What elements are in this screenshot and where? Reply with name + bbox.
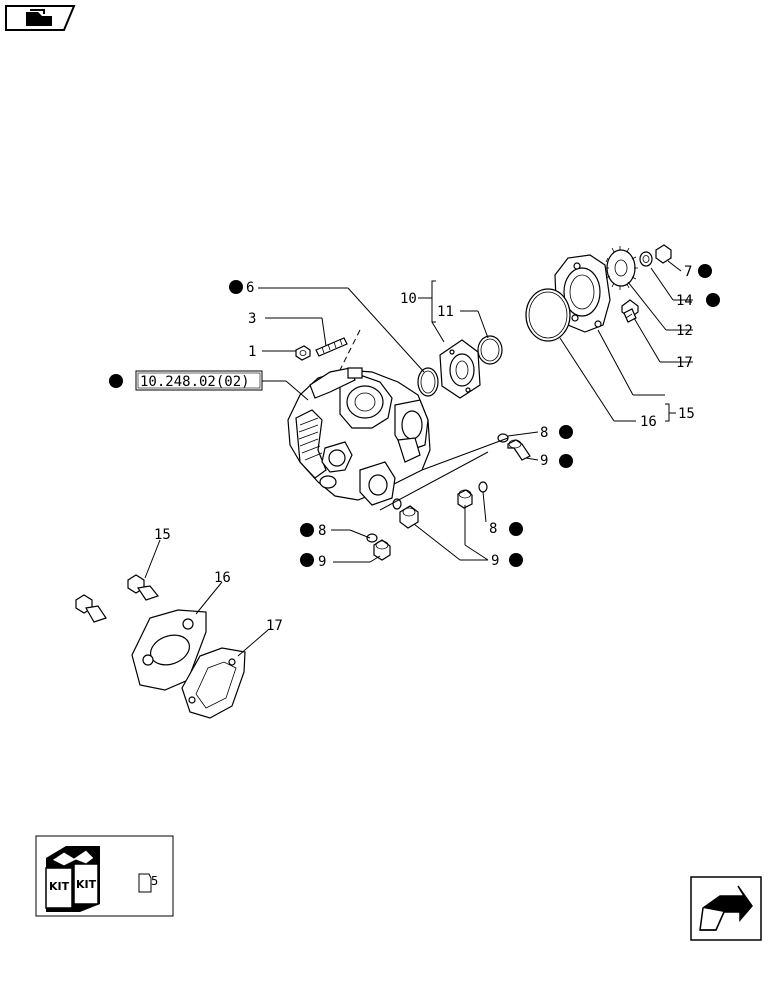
lower-flange-plate xyxy=(131,609,207,691)
callout-16-upper: 16 xyxy=(640,414,657,430)
note-bullets xyxy=(109,264,720,889)
callout-15-lower: 15 xyxy=(154,527,171,543)
callout-1: 1 xyxy=(248,344,256,360)
o-ring-part xyxy=(477,335,503,365)
fitting-part-lower xyxy=(399,505,419,529)
callout-17-upper: 17 xyxy=(676,355,693,371)
reference-label[interactable]: 10.248.02(02) xyxy=(140,374,250,390)
fitting-part-middle xyxy=(457,489,473,509)
flange-part xyxy=(439,339,481,399)
callout-9-upper: 9 xyxy=(540,453,548,469)
gear-nut-part xyxy=(655,244,672,264)
callout-8-middle: 8 xyxy=(489,521,497,537)
kit-word-right: KIT xyxy=(76,878,97,891)
callout-9-middle: 9 xyxy=(491,553,499,569)
kit-callout: 5 xyxy=(151,874,158,888)
callout-10: 10 xyxy=(400,291,417,307)
callout-9-lower: 9 xyxy=(318,554,326,570)
kit-box-icon: KIT KIT xyxy=(45,846,100,912)
callout-12: 12 xyxy=(676,323,693,339)
o-ring-small-4 xyxy=(366,533,378,543)
lower-bolt-2 xyxy=(75,594,107,623)
callout-16-lower: 16 xyxy=(214,570,231,586)
lower-bolt-1 xyxy=(127,574,160,601)
injection-pump xyxy=(287,367,431,506)
callout-6: 6 xyxy=(246,280,254,296)
reference-box[interactable]: 10.248.02(02) xyxy=(135,370,263,391)
kit-word-left: KIT xyxy=(49,880,70,893)
callout-7: 7 xyxy=(684,264,692,280)
book-icon[interactable] xyxy=(5,5,76,31)
callout-11: 11 xyxy=(437,304,454,320)
bolt-part xyxy=(621,299,639,323)
callout-15-upper: 15 xyxy=(678,406,695,422)
nut-part xyxy=(295,345,311,361)
fitting-part-bottom xyxy=(373,539,391,561)
kit-panel[interactable]: KIT KIT 5 xyxy=(35,835,174,917)
o-ring-small-2 xyxy=(478,481,488,493)
note-page-icon xyxy=(138,873,152,893)
gear-part xyxy=(605,246,638,290)
callout-8-upper: 8 xyxy=(540,425,548,441)
next-page-arrow-icon[interactable] xyxy=(690,876,762,941)
washer-part xyxy=(639,251,653,267)
callout-14: 14 xyxy=(676,293,693,309)
callout-17-lower: 17 xyxy=(266,618,283,634)
callout-3: 3 xyxy=(248,311,256,327)
fitting-part-upper xyxy=(507,439,531,461)
callout-8-lower: 8 xyxy=(318,523,326,539)
large-o-ring-part xyxy=(525,288,571,342)
lower-gasket xyxy=(181,647,246,719)
stud-part xyxy=(315,337,348,357)
